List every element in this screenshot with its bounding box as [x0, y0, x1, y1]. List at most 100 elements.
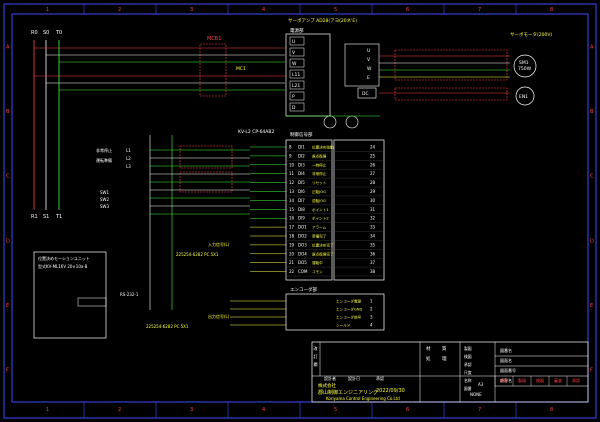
io-function: 非常停止 [312, 171, 327, 176]
company-name-jp: 郡山制御エンジニアリング [318, 389, 378, 396]
frame-row-marker: A [590, 44, 594, 50]
io-code: 25 [370, 153, 376, 158]
note-output: 225254-6282 PC 5X1 [146, 324, 189, 329]
frame-col-marker: 7 [478, 407, 481, 413]
material-field-label: 処 [426, 355, 431, 362]
io-code: 30 [370, 198, 376, 203]
title-block-field: 尺度 [464, 370, 472, 375]
frame-col-marker: 3 [190, 407, 193, 413]
power-terminal-label: P [292, 94, 295, 100]
io-code: 34 [370, 234, 376, 239]
frame-row-marker: C [6, 174, 10, 180]
motor-title: サーボモータ(200V) [510, 31, 552, 38]
io-code: 28 [370, 180, 376, 185]
title-block-field: 名称 [464, 378, 472, 383]
io-function: コモン [312, 270, 323, 274]
io-function: リセット [312, 180, 327, 185]
servo-amp-title: サーボアンプ AD28(アヨ(20ネ'E) [288, 17, 357, 24]
dial-icon [345, 115, 359, 129]
io-code: 32 [370, 216, 376, 221]
frame-col-marker: 2 [118, 407, 121, 413]
title-block-label: 図面名 [500, 357, 512, 363]
io-function: 準備完了 [312, 234, 327, 239]
power-line-label-s0: S0 [43, 30, 49, 36]
ref-label-output: 出力信号(L) [208, 313, 230, 319]
encoder-function: エンコーダ電源 [336, 299, 362, 304]
io-function: ポイント2 [312, 216, 329, 221]
title-block-label: 図面番号 [500, 367, 516, 373]
io-function: 原点復帰 [312, 153, 327, 158]
io-function: 位置決め完了 [312, 242, 334, 247]
scale-value: NONE [470, 392, 482, 397]
io-code: 24 [370, 145, 376, 150]
switch-bank-label: SW3 [100, 204, 109, 209]
frame-col-marker: 5 [334, 407, 337, 413]
approval-label: 承認 [572, 377, 580, 383]
io-signal: DI6 [298, 189, 305, 194]
line-label: L1 [126, 148, 131, 153]
title-block: 改訂欄 材質処理 設計者 設計日 承認 株式会社 郡山制御エンジニアリング Ko… [311, 341, 589, 403]
frame-col-marker: 3 [190, 7, 193, 13]
encoder-pin: 3 [370, 315, 373, 320]
revision-header: 訂 [314, 353, 318, 359]
encoder-function: シールド [336, 324, 351, 328]
io-pin-number: 19 [289, 242, 295, 247]
io-function: 一時停止 [312, 162, 327, 167]
power-terminal-label: U [292, 39, 295, 45]
io-signal: DI7 [298, 198, 305, 203]
title-block-label: 顧客名 [500, 377, 512, 383]
switch-label-emergency: 非常停止 [96, 147, 112, 153]
encoder-function: エンコーダ信号 [336, 315, 362, 320]
io-signal: DI2 [298, 153, 305, 158]
frame-row-marker: D [6, 238, 10, 244]
material-field-label: 理 [442, 356, 447, 362]
revision-header: 欄 [314, 361, 318, 367]
dial-icon [323, 115, 337, 129]
frame-row-marker: A [6, 44, 10, 50]
power-terminal-label: D [292, 105, 296, 111]
io-pin-number: 8 [289, 145, 292, 150]
motion-unit-title: 位置決めモーションユニット [38, 255, 90, 261]
checker-label: 承認 [376, 375, 384, 381]
breaker-label: MCB1 [207, 36, 221, 42]
design-date: 2022/09/30 [376, 388, 405, 394]
power-line-label-r1: R1 [31, 214, 38, 220]
frame-col-marker: 1 [46, 407, 49, 413]
frame-col-marker: 1 [46, 7, 49, 13]
io-pin-number: 20 [289, 251, 295, 256]
io-pin-number: 18 [289, 234, 295, 239]
ref-label-input: 入力信号(L) [208, 241, 230, 247]
io-pin-number: 13 [289, 189, 295, 194]
motion-unit-model: 型式KV-ML16V 20×10a-B [38, 263, 88, 269]
material-field-label: 材 [426, 345, 431, 352]
io-pin-number: 17 [289, 225, 295, 230]
io-pin-number: 10 [289, 162, 295, 167]
note-input: 225254-6282 PC 5X1 [176, 252, 219, 257]
motor-terminal-label: V [367, 57, 371, 63]
encoder-name: EN1 [519, 94, 528, 100]
sheet-size: A3 [478, 382, 484, 387]
io-code: 29 [370, 189, 376, 194]
title-block-label: 図番名 [500, 347, 512, 353]
io-function: 位置決め始動 [312, 145, 334, 150]
io-code: 38 [370, 269, 376, 274]
io-code: 37 [370, 260, 376, 265]
approval-label: 審査 [554, 377, 562, 383]
motion-model: RS-232-1 [120, 292, 139, 297]
io-signal: DI8 [298, 207, 305, 212]
io-signal: DI9 [298, 216, 305, 221]
power-bus: R0 S0 T0 R1 S1 T1 [31, 30, 190, 220]
power-line-label-s1: S1 [43, 214, 49, 220]
frame-row-marker: D [590, 238, 594, 244]
io-signal: DI5 [298, 180, 305, 185]
io-signal: DI3 [298, 162, 305, 167]
frame-row-marker: F [590, 368, 593, 374]
approval-label: 製図 [518, 377, 526, 383]
switch-bank-label: SW2 [100, 197, 109, 202]
io-function: 正転JOG [312, 190, 326, 194]
io-code: 33 [370, 225, 376, 230]
frame-col-marker: 6 [406, 407, 409, 413]
